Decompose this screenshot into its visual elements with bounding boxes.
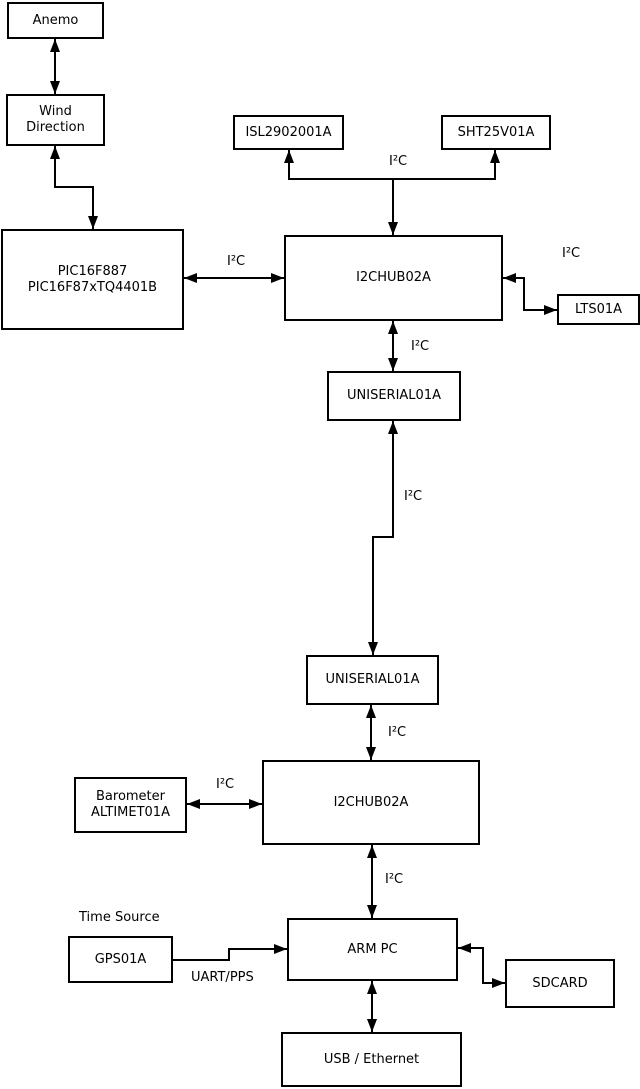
node-arm-pc-label: ARM PC [347, 941, 398, 957]
node-uniserial01a-bottom: UNISERIAL01A [306, 655, 439, 705]
node-barometer-altimet01a-label: Barometer ALTIMET01A [91, 789, 170, 820]
edge-i2chub-uniserial-top [388, 321, 398, 371]
edge-label-i2c-isl-sht: I²C [389, 154, 408, 169]
edge-armpc-sdcard [458, 943, 505, 988]
node-pic: PIC16F887 PIC16F87xTQ4401B [1, 229, 184, 330]
node-wind-direction: Wind Direction [6, 94, 105, 146]
edge-uniserial-i2chub-bottom [366, 705, 376, 760]
edge-barometer-i2chub [187, 799, 262, 809]
edge-anemo-wind [50, 39, 60, 94]
node-anemo: Anemo [7, 2, 104, 39]
node-arm-pc: ARM PC [287, 918, 458, 981]
node-i2chub02a-bottom-label: I2CHUB02A [333, 794, 409, 810]
edge-label-i2c-uniserial-uniserial: I²C [404, 489, 423, 504]
node-sht25v01a: SHT25V01A [441, 115, 551, 150]
node-uniserial01a-bottom-label: UNISERIAL01A [325, 672, 420, 688]
edge-label-i2c-pic-hub: I²C [227, 254, 246, 269]
edge-armpc-usb [367, 981, 377, 1032]
edge-label-i2c-hub2-armpc: I²C [385, 872, 404, 887]
node-uniserial01a-top: UNISERIAL01A [327, 371, 461, 421]
node-sdcard: SDCARD [505, 959, 615, 1008]
node-isl2902001a-label: ISL2902001A [245, 124, 332, 140]
node-gps01a-label: GPS01A [94, 951, 147, 967]
node-lts01a: LTS01A [557, 294, 640, 325]
edge-label-time-source: Time Source [79, 910, 160, 925]
edge-wind-pic [50, 146, 98, 229]
node-i2chub02a-top-label: I2CHUB02A [356, 270, 431, 286]
edge-uniserial-uniserial [368, 421, 398, 655]
node-wind-direction-label: Wind Direction [26, 104, 85, 135]
node-barometer-altimet01a: Barometer ALTIMET01A [74, 777, 187, 833]
edge-label-i2c-uniserial-hub2: I²C [388, 725, 407, 740]
node-pic-label: PIC16F887 PIC16F87xTQ4401B [27, 263, 158, 295]
edge-pic-i2chub-top [184, 273, 284, 283]
node-anemo-label: Anemo [32, 12, 79, 28]
node-sdcard-label: SDCARD [532, 975, 588, 991]
node-usb-ethernet-label: USB / Ethernet [323, 1051, 420, 1067]
edge-i2chub-isl-sht [284, 150, 500, 235]
node-sht25v01a-label: SHT25V01A [457, 124, 535, 140]
node-usb-ethernet: USB / Ethernet [281, 1032, 462, 1087]
edge-gps-armpc [173, 944, 287, 961]
node-uniserial01a-top-label: UNISERIAL01A [347, 388, 441, 404]
node-gps01a: GPS01A [68, 936, 173, 983]
edge-i2chub-lts [503, 273, 557, 315]
node-i2chub02a-top: I2CHUB02A [284, 235, 503, 321]
node-isl2902001a: ISL2902001A [233, 115, 344, 150]
edge-label-i2c-lts: I²C [562, 246, 581, 261]
edge-label-uart-pps: UART/PPS [191, 970, 254, 985]
node-i2chub02a-bottom: I2CHUB02A [262, 760, 480, 845]
edge-label-i2c-barometer: I²C [216, 777, 235, 792]
edge-label-i2c-hub-uniserial: I²C [411, 339, 430, 354]
node-lts01a-label: LTS01A [574, 301, 623, 317]
edge-i2chub-armpc [367, 845, 377, 918]
